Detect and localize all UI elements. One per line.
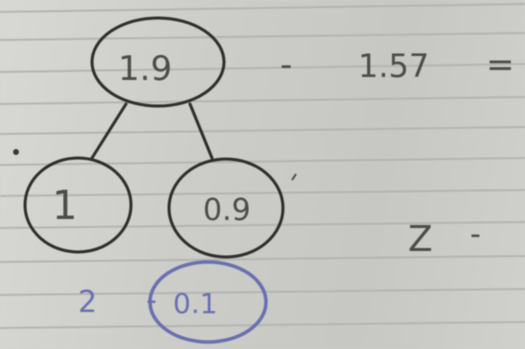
whole-circle <box>90 16 226 108</box>
whole-number: 1.9 <box>118 49 173 89</box>
ones-part: 1 <box>52 183 78 229</box>
rule-line <box>0 96 525 105</box>
circled-answer: 0.1 <box>173 287 218 320</box>
work-minus: - <box>146 283 157 318</box>
circled-answer-ring <box>148 260 268 344</box>
rule-line <box>0 189 525 197</box>
side-note-z: Z <box>408 219 433 260</box>
bond-line-right <box>188 102 214 160</box>
tenths-part: 0.9 <box>203 193 251 228</box>
tenths-circle <box>167 157 285 259</box>
rule-line <box>0 255 525 263</box>
minus-sign: - <box>280 45 293 85</box>
ones-circle <box>23 156 133 254</box>
equals-sign: = <box>486 45 515 85</box>
rule-line <box>0 3 525 13</box>
work-two: 2 <box>78 285 98 320</box>
rule-line <box>0 221 525 229</box>
tick-mark <box>291 173 297 181</box>
pencil-dot <box>13 149 19 155</box>
rule-line <box>0 321 525 329</box>
bond-line-left <box>90 102 128 160</box>
side-note-dash: - <box>470 217 481 252</box>
rule-line <box>0 126 525 135</box>
rule-line <box>0 63 525 73</box>
rule-line <box>0 32 525 41</box>
subtrahend: 1.57 <box>358 47 430 85</box>
rule-line <box>0 157 525 166</box>
